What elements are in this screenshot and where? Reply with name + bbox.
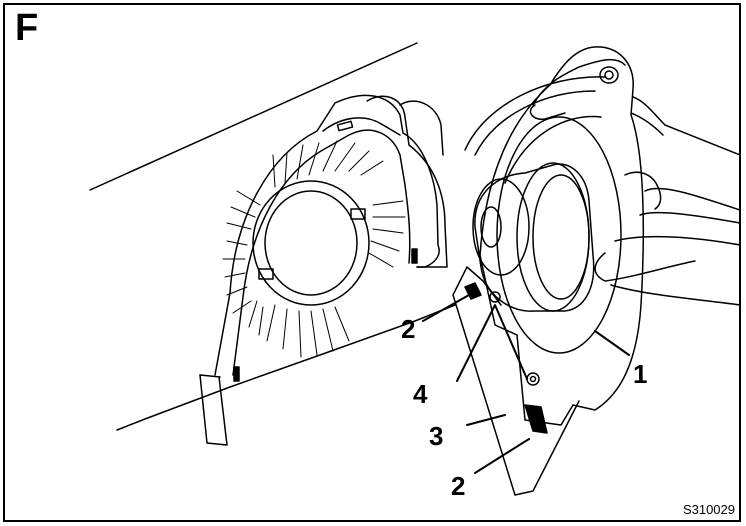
brush-bristles [222,140,406,358]
cover-plate [479,46,645,426]
illustration-frame: 2 4 1 3 2 F S310029 [3,3,741,522]
brush-housing [214,94,448,382]
callout-1: 1 [633,359,647,389]
hands [529,58,739,306]
callout-2-upper: 2 [401,314,415,344]
figure-label: F [15,7,39,49]
housing-lines [89,42,456,446]
mounting-plate [452,266,580,496]
bearing-hub [472,162,595,312]
assembly-illustration: 2 4 1 3 2 [89,42,739,501]
drum-shroud [464,76,606,156]
callout-3: 3 [429,421,443,451]
bolts [489,291,540,386]
callout-4: 4 [413,379,428,409]
figure-code: S310029 [682,502,735,517]
brush-hub [252,180,370,306]
leader-lines [422,294,630,474]
callout-2-lower: 2 [451,471,465,501]
